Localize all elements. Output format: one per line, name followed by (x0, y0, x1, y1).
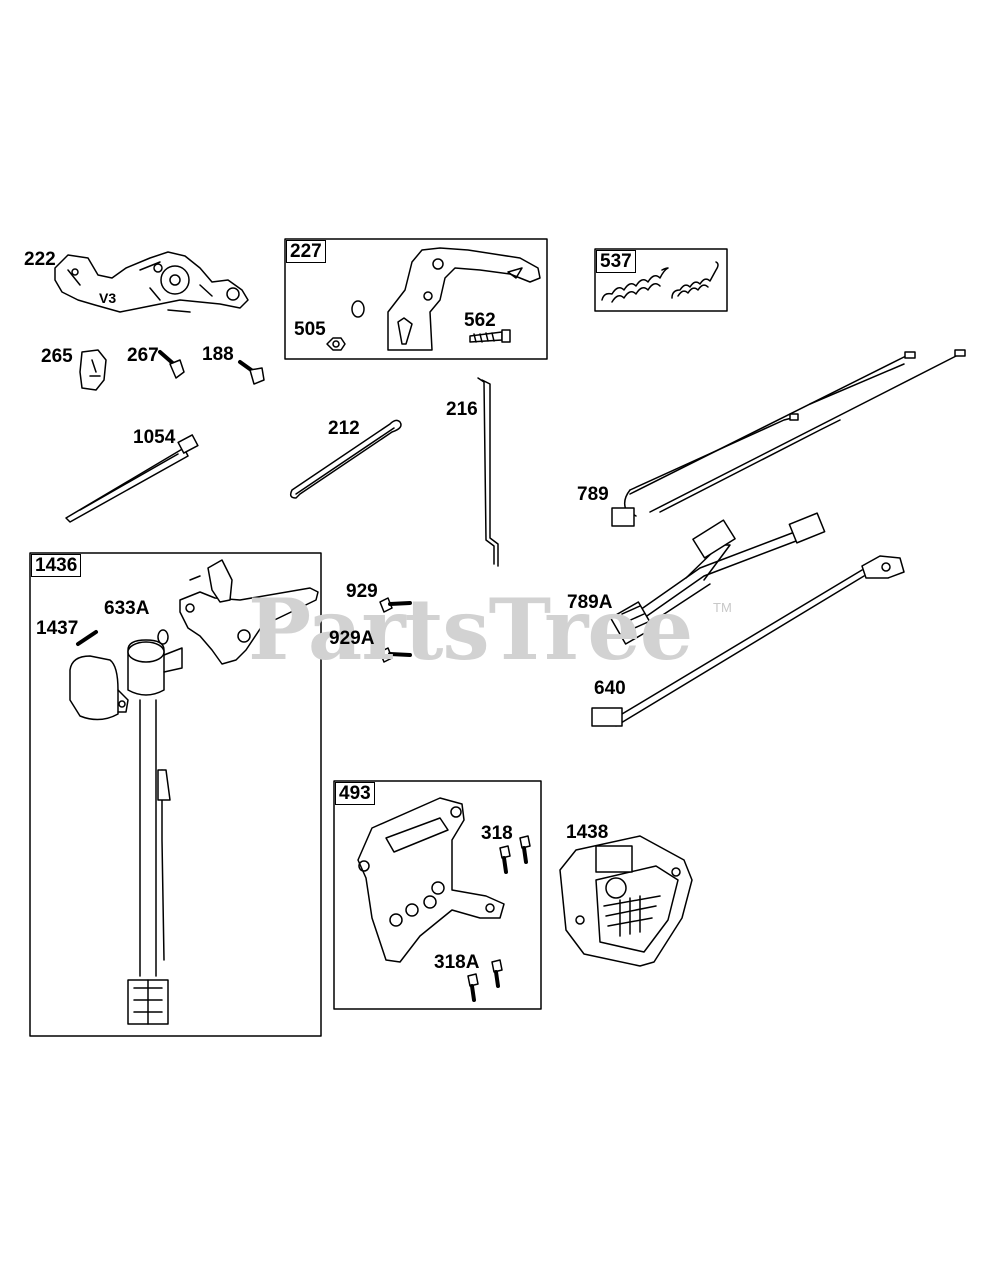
part-267-screw (158, 350, 185, 379)
part-label-929a[interactable]: 929A (329, 628, 375, 649)
part-493-bracket (357, 797, 505, 963)
part-label-318a[interactable]: 318A (434, 952, 480, 973)
part-label-1054[interactable]: 1054 (133, 427, 176, 448)
part-label-789[interactable]: 789 (577, 484, 609, 505)
group-label-537[interactable]: 537 (596, 250, 636, 273)
group-box-493 (333, 780, 542, 1010)
group-box-1436 (29, 552, 322, 1037)
part-562-screw (469, 329, 511, 343)
part-265-clip (79, 349, 107, 391)
part-label-318[interactable]: 318 (481, 823, 513, 844)
part-label-188[interactable]: 188 (202, 344, 234, 365)
group-box-227 (284, 238, 548, 360)
part-label-222[interactable]: 222 (24, 249, 56, 270)
part-1438-module (559, 835, 693, 967)
part-1054-cable-tie (65, 434, 199, 523)
part-label-1437[interactable]: 1437 (36, 618, 79, 639)
part-929-screw (379, 597, 412, 613)
part-label-216[interactable]: 216 (446, 399, 478, 420)
group-box-537 (594, 248, 728, 312)
part-label-1438[interactable]: 1438 (566, 822, 609, 843)
part-label-929[interactable]: 929 (346, 581, 378, 602)
part-789-harness (611, 349, 966, 527)
group-label-227[interactable]: 227 (286, 240, 326, 263)
part-216-rod (477, 377, 499, 567)
part-318-screws (499, 835, 531, 874)
part-640-wire (591, 555, 905, 727)
part-label-267[interactable]: 267 (127, 345, 159, 366)
part-222-throttle-bracket (54, 251, 249, 313)
part-label-212[interactable]: 212 (328, 418, 360, 439)
part-label-265[interactable]: 265 (41, 346, 73, 367)
group-label-1436[interactable]: 1436 (31, 554, 82, 577)
part-1436-assembly (69, 559, 319, 1025)
part-537-springs (601, 261, 719, 303)
part-label-640[interactable]: 640 (594, 678, 626, 699)
part-label-789a[interactable]: 789A (567, 592, 613, 613)
part-label-562[interactable]: 562 (464, 310, 496, 331)
part-318a-screws (467, 959, 503, 1002)
part-789a-harness (609, 512, 826, 645)
group-label-493[interactable]: 493 (335, 782, 375, 805)
v3-stamp: V3 (99, 290, 117, 306)
part-929a-screw (379, 647, 412, 663)
part-label-505[interactable]: 505 (294, 319, 326, 340)
part-212-rod (289, 419, 402, 499)
part-label-633a[interactable]: 633A (104, 598, 150, 619)
part-227-bracket (326, 247, 541, 351)
part-188-screw (238, 360, 265, 385)
trademark-symbol: TM (713, 600, 732, 615)
watermark-logo: PartsTree (248, 580, 693, 679)
